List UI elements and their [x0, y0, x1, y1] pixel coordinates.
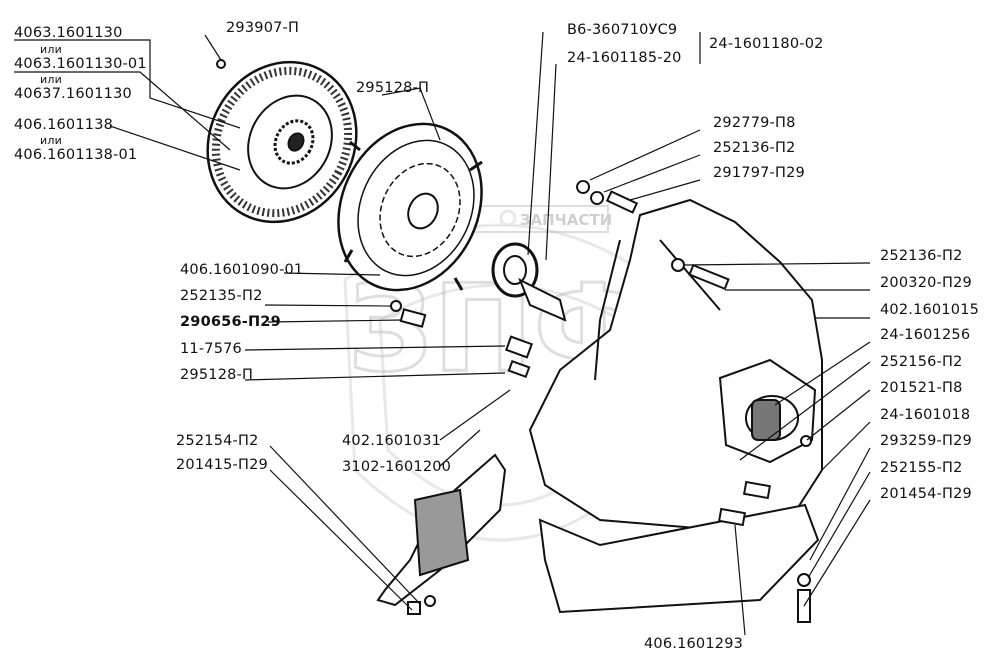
label-406-1601090-01: 406.1601090-01 [180, 262, 304, 278]
label-11-7576: 11-7576 [180, 341, 242, 357]
label-406-1601293: 406.1601293 [644, 636, 744, 652]
label-295128-p-low: 295128-П [180, 367, 254, 383]
label-252135-p2: 252135-П2 [180, 288, 263, 304]
label-292779-p8: 292779-П8 [713, 115, 796, 131]
label-3102-1601200: 3102-1601200 [342, 459, 452, 475]
label-201521-p8: 201521-П8 [880, 380, 963, 396]
label-4063-1601130: 4063.1601130 [14, 25, 123, 41]
label-40637-1601130: 40637.1601130 [14, 86, 132, 102]
label-24-1601185-20: 24-1601185-20 [567, 50, 682, 66]
clutch-housing [528, 198, 823, 614]
label-252154-p2: 252154-П2 [176, 433, 259, 449]
label-or-2: или [40, 73, 62, 86]
label-406-1601138: 406.1601138 [14, 117, 114, 133]
label-b6-360710: В6-360710УС9 [567, 22, 678, 38]
label-291797-p29: 291797-П29 [713, 165, 805, 181]
label-24-1601018: 24-1601018 [880, 407, 971, 423]
label-290656-p29: 290656-П29 [180, 314, 281, 330]
release-bearing [491, 242, 567, 322]
label-252156-p2: 252156-П2 [880, 354, 963, 370]
fasteners [216, 59, 812, 623]
label-or-3: или [40, 134, 62, 147]
label-252136-p2-a: 252136-П2 [713, 140, 796, 156]
label-201415-p29: 201415-П29 [176, 457, 268, 473]
label-24-1601180-02: 24-1601180-02 [709, 36, 824, 52]
leader-lines [14, 31, 871, 636]
clutch-disc [206, 60, 358, 224]
label-402-1601015: 402.1601015 [880, 302, 980, 318]
pressure-plate [337, 122, 483, 292]
label-252136-p2-b: 252136-П2 [880, 248, 963, 264]
label-402-1601031: 402.1601031 [342, 433, 442, 449]
label-4063-1601130-01: 4063.1601130-01 [14, 56, 147, 72]
label-201454-p29: 201454-П29 [880, 486, 972, 502]
label-200320-p29: 200320-П29 [880, 275, 972, 291]
label-293259-p29: 293259-П29 [880, 433, 972, 449]
release-fork [376, 453, 507, 607]
label-406-1601138-01: 406.1601138-01 [14, 147, 138, 163]
label-or-1: или [40, 43, 62, 56]
label-293907-p: 293907-П [226, 20, 300, 36]
label-295128-p-top: 295128-П [356, 80, 430, 96]
watermark-banner-text: ЗАПЧАСТИ [520, 211, 612, 229]
label-24-1601256: 24-1601256 [880, 327, 971, 343]
label-252155-p2: 252155-П2 [880, 460, 963, 476]
